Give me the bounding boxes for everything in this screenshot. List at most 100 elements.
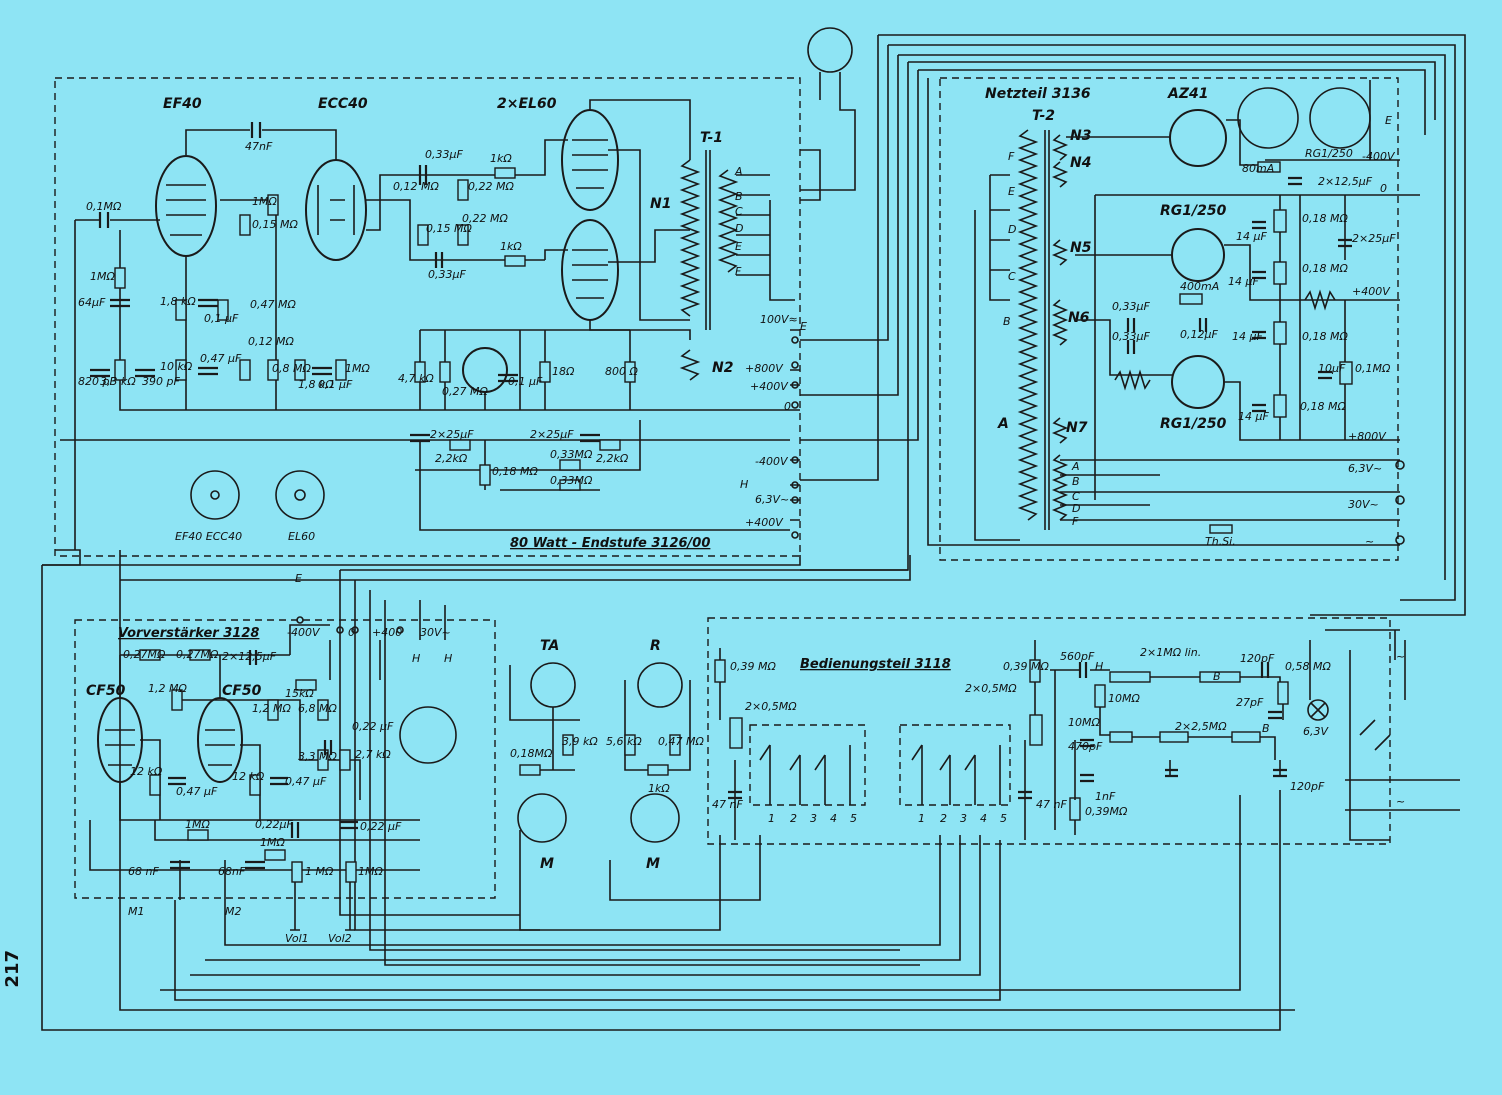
val-012uf: 0,12µF [1180,328,1218,341]
val-33: 3,3 MΩ [298,750,337,763]
t2-n3 [1051,134,1069,161]
val-022a: 0,22 MΩ [468,180,514,193]
ta-socket [530,662,576,708]
val-01mohm: 0,1MΩ [86,200,122,213]
r-socket [637,662,683,708]
val-27pf: 27pF [1236,696,1264,709]
cap-2x25uf-a [410,433,430,443]
bedienungsteil-module: Bedienungsteil 3118 [712,629,1460,841]
resistor-1k8 [175,299,187,321]
m1-label: M1 [128,905,145,918]
val-thsi: Th.Si. [1205,535,1236,548]
val-2x25uf-ps: 2×25µF [1352,232,1396,245]
val-012b: 0,12 MΩ [393,180,439,193]
val-47nf-a: 47 nF [712,798,743,811]
resistor-027 [439,361,451,383]
resistor-058 [1277,681,1289,705]
t2-tap-c: C [1008,270,1016,283]
resistor-33 [317,749,329,771]
el60-tube-2-symbol [561,219,619,321]
sw1-num-5: 5 [850,812,857,825]
val-1k-r: 1kΩ [648,782,670,795]
resistor-1k-a [494,167,516,179]
val-6v3-lamp: 6,3V [1303,725,1329,738]
val-039-b2: 0,39 MΩ [1003,660,1049,673]
m-socket-1 [517,793,567,843]
cap-820pf [90,368,110,378]
val-120pf-b: 120pF [1290,780,1325,793]
val-022uf-pre2: 0,22 µF [360,820,402,833]
t2-label: T-2 [1032,108,1055,124]
resistor-018-ps3 [1273,321,1287,345]
pre-term-30v: 30V~ [420,626,451,639]
t1-taps: A B C D E F [734,165,743,278]
val-30v: 30V~ [1348,498,1379,511]
t1-secondary-winding [717,169,739,273]
val-047-r: 0,47 MΩ [658,735,704,748]
ef40-label: EF40 [163,96,202,112]
resistor-027-pre2 [189,649,211,661]
ecc40-tube-symbol [305,159,367,261]
val-12-pre1: 1,2 MΩ [148,682,187,695]
val-1mohm-c: 1MΩ [345,362,370,375]
az41-tube-symbol [1169,109,1227,167]
val-2x125uf: 2×12,5µF [1318,175,1373,188]
cap-390pf [135,368,155,378]
resistor-1k-r [647,764,669,776]
sw1-num-1: 1 [768,812,775,825]
val-033uf-b: 0,33µF [428,268,466,281]
n2-label: N2 [712,360,733,376]
bedienungsteil-boundary [707,617,1391,845]
val-2x05-b: 2×0,5MΩ [965,682,1017,695]
resistor-033a [559,459,581,471]
cap-01uf-b [312,366,332,376]
vol2-label: Vol2 [328,932,352,945]
az41-label: AZ41 [1167,86,1208,102]
choke [1304,289,1336,311]
val-1m-vol1: 1 MΩ [305,865,334,878]
val-015: 0,15 MΩ [252,218,298,231]
resistor-1k8b [294,359,306,381]
resistor-018-ps2 [1273,261,1287,285]
socket-label-ef40-ecc40: EF40 ECC40 [175,530,242,543]
pilot-lamp [1307,699,1329,721]
val-15k: 15kΩ [285,687,314,700]
val-10m-b: 10MΩ [1068,716,1100,729]
cap-047uf [198,366,218,376]
netzteil-module: Netzteil 3136 AZ41 T-2 RG1/250 RG1/250 R… [974,80,1420,548]
val-022-pre: 0,22 µF [352,720,394,733]
val-68: 6,8 MΩ [298,702,337,715]
top-bus-lines [800,34,1466,616]
resistor-15k [295,679,317,691]
rg3-label: RG1/250 [1305,147,1353,160]
pre-term-h1: H [412,652,420,665]
resistor-022a [457,179,469,201]
val-018-3: 0,18 MΩ [1302,330,1348,343]
resistor-01mohm-ps [1339,361,1353,385]
term-400v-b: +400V [745,516,784,529]
tap-d: D [735,222,743,235]
resistor-400ma [1179,293,1203,305]
val-47nf-b: 47 nF [1036,798,1067,811]
rg-socket [1309,87,1371,149]
resistor-08 [267,359,279,381]
el60-label: 2×EL60 [497,96,557,112]
pre-term-minus400: -400V [287,626,321,639]
val-1mohm-b: 1MΩ [252,195,277,208]
val-10m-a: 10MΩ [1108,692,1140,705]
switch-bank-1 [749,724,866,806]
t2-n5 [1051,239,1069,266]
val-ac: ~ [1365,535,1374,548]
val-10k: 10 kΩ [160,360,193,373]
val-018-ta: 0,18MΩ [510,747,553,760]
t2-tap-e: E [1008,185,1015,198]
m2-label: M2 [225,905,242,918]
ecc40-label: ECC40 [318,96,368,112]
fuse-80ma [1257,161,1281,173]
val-470pf: 470pF [1068,740,1103,753]
val-2k2b: 2,2kΩ [596,452,629,465]
cf50b-label: CF50 [222,683,262,699]
n7-label: N7 [1066,420,1088,436]
val-80ma: 80mA [1242,162,1274,175]
